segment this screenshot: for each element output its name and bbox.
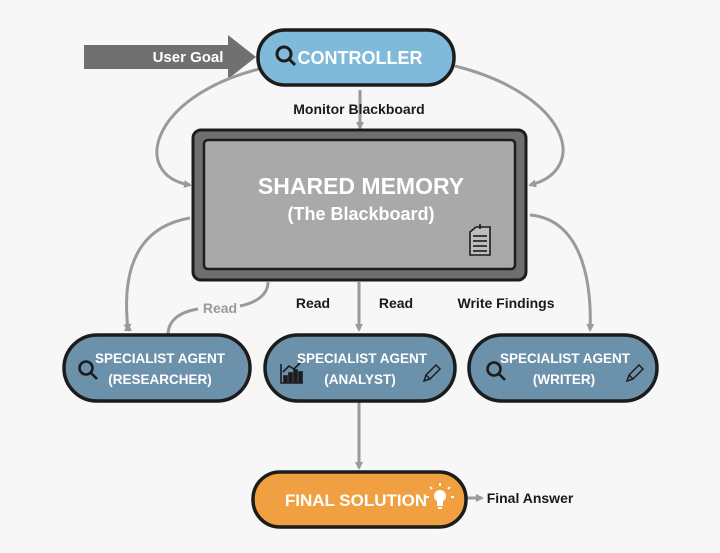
search-icon — [78, 360, 98, 380]
read-label-left: Read — [296, 295, 330, 311]
controller-node[interactable]: CONTROLLER — [256, 28, 456, 87]
read-label-researcher: Read — [203, 300, 237, 316]
lightbulb-icon — [426, 483, 454, 509]
final-solution-node[interactable]: FINAL SOLUTION — [251, 470, 468, 529]
read-curve-upper — [239, 281, 270, 308]
search-icon — [275, 45, 297, 67]
agent-researcher-line1: SPECIALIST AGENT — [95, 351, 226, 366]
read-label-right: Read — [379, 295, 413, 311]
write-findings-label: Write Findings — [458, 295, 555, 311]
pencil-icon — [422, 363, 442, 383]
user-goal-arrow: User Goal — [84, 35, 256, 79]
user-goal-label: User Goal — [153, 49, 224, 66]
agent-writer-line1: SPECIALIST AGENT — [500, 351, 631, 366]
agent-analyst-line1: SPECIALIST AGENT — [297, 351, 428, 366]
search-icon — [486, 361, 506, 381]
connectors — [123, 64, 595, 502]
agent-researcher-node[interactable]: SPECIALIST AGENT (RESEARCHER) — [62, 333, 252, 403]
agent-analyst-node[interactable]: SPECIALIST AGENT (ANALYST) — [263, 333, 457, 403]
agent-writer-line2: (WRITER) — [533, 372, 595, 387]
memory-subtitle: (The Blackboard) — [287, 204, 434, 224]
controller-to-memory-right-arrow — [454, 64, 565, 188]
chart-icon — [280, 360, 303, 384]
final-solution-label: FINAL SOLUTION — [285, 491, 427, 510]
final-answer-label: Final Answer — [487, 490, 574, 506]
input-arrow-shape — [84, 35, 256, 79]
pencil-icon — [625, 363, 645, 383]
controller-label: CONTROLLER — [298, 48, 423, 68]
controller-to-memory-left-arrow — [155, 66, 264, 188]
agent-researcher-line2: (RESEARCHER) — [108, 372, 212, 387]
memory-researcher-arrow — [123, 216, 191, 332]
monitor-label: Monitor Blackboard — [293, 101, 424, 117]
clipboard-icon — [469, 224, 491, 256]
memory-title: SHARED MEMORY — [258, 173, 464, 199]
shared-memory-node[interactable]: SHARED MEMORY (The Blackboard) — [191, 128, 528, 282]
read-curve-lower — [166, 307, 199, 336]
memory-to-writer-arrow — [529, 213, 595, 332]
agent-analyst-line2: (ANALYST) — [324, 372, 396, 387]
agent-writer-node[interactable]: SPECIALIST AGENT (WRITER) — [467, 333, 659, 403]
